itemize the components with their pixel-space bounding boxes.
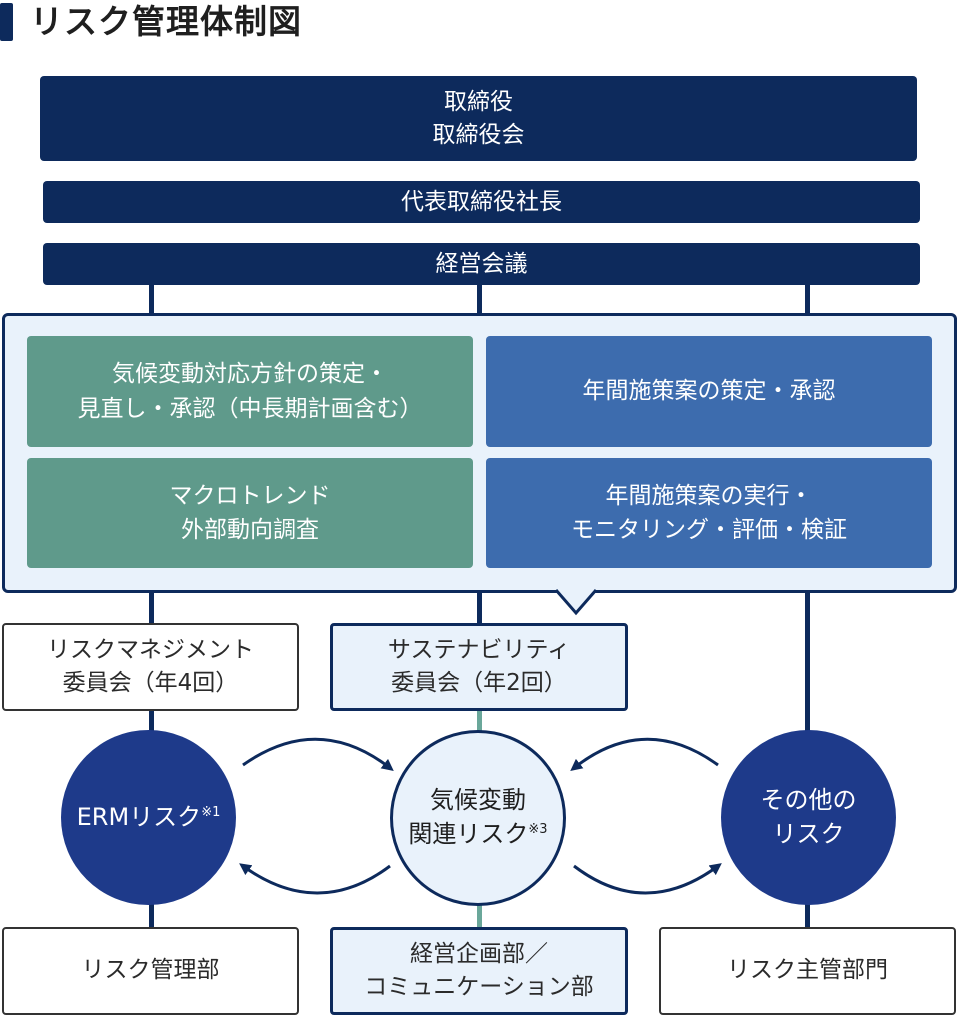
climate-risk-circle: 気候変動 関連リスク※3 <box>390 730 566 906</box>
risk-management-committee-box: リスクマネジメント 委員会（年4回） <box>2 623 299 711</box>
connector-left-upper <box>149 285 154 315</box>
connector-left-mid <box>149 592 154 624</box>
tile-macro-trend: マクロトレンド 外部動向調査 <box>27 458 473 568</box>
planning-dept-line1: 経営企画部／ <box>410 940 548 967</box>
risk-owner-label: リスク主管部門 <box>727 957 888 984</box>
tile-execution-line1: 年間施策案の実行・ <box>605 482 813 509</box>
tile-climate-policy-line2: 見直し・承認（中長期計画含む） <box>77 395 423 422</box>
tile-execution: 年間施策案の実行・ モニタリング・評価・検証 <box>486 458 932 568</box>
sustainability-committee-box: サステナビリティ 委員会（年2回） <box>330 623 628 711</box>
connector-center-upper <box>477 285 482 315</box>
climate-risk-line2: 関連リスク <box>408 820 529 848</box>
connector-center-to-circle <box>477 710 482 740</box>
connector-left-to-circle <box>149 710 154 740</box>
climate-note-mark: ※3 <box>528 822 548 837</box>
title-accent-bar <box>0 3 13 41</box>
sustainability-committee-line1: サステナビリティ <box>387 636 571 663</box>
board-label-line2: 取締役会 <box>432 121 525 148</box>
arrow-other-to-climate <box>570 737 719 771</box>
connector-center-mid <box>477 592 482 624</box>
tile-macro-line2: 外部動向調査 <box>181 517 319 543</box>
management-meeting-box: 経営会議 <box>43 243 920 285</box>
planning-communication-dept-box: 経営企画部／ コミュニケーション部 <box>330 927 628 1015</box>
president-box: 代表取締役社長 <box>43 181 920 223</box>
arrow-climate-to-other <box>573 863 722 895</box>
risk-owner-dept-box: リスク主管部門 <box>659 927 956 1015</box>
tile-execution-line2: モニタリング・評価・検証 <box>571 517 847 543</box>
board-label-line1: 取締役 <box>444 89 513 116</box>
risk-committee-line1: リスクマネジメント <box>47 636 254 663</box>
erm-note-mark: ※1 <box>201 804 221 820</box>
tile-macro-line1: マクロトレンド <box>169 482 331 509</box>
tile-climate-policy: 気候変動対応方針の策定・ 見直し・承認（中長期計画含む） <box>27 336 473 447</box>
other-risk-line2: リスク <box>772 819 845 848</box>
arrow-climate-to-erm <box>239 863 391 895</box>
planning-dept-line2: コミュニケーション部 <box>364 974 594 1000</box>
risk-management-dept-box: リスク管理部 <box>2 927 299 1015</box>
panel-callout-notch-border <box>554 589 598 616</box>
arrow-erm-to-climate <box>242 737 394 771</box>
sustainability-committee-line2: 委員会（年2回） <box>391 670 567 696</box>
panel-callout-notch <box>556 589 596 613</box>
board-of-directors-box: 取締役 取締役会 <box>40 76 917 161</box>
tile-annual-plan: 年間施策案の策定・承認 <box>486 336 932 447</box>
tile-climate-policy-line1: 気候変動対応方針の策定・ <box>112 361 388 387</box>
erm-risk-label: ERMリスク <box>76 802 202 831</box>
connector-left-to-dept <box>149 895 154 928</box>
other-risk-circle: その他の リスク <box>721 730 896 905</box>
connector-center-to-dept <box>477 895 482 928</box>
president-label: 代表取締役社長 <box>401 188 562 215</box>
management-meeting-label: 経営会議 <box>435 250 528 277</box>
connector-right-upper <box>805 285 810 315</box>
risk-dept-label: リスク管理部 <box>81 957 220 984</box>
climate-risk-line1: 気候変動 <box>430 786 526 815</box>
risk-committee-line2: 委員会（年4回） <box>62 670 239 696</box>
tile-annual-plan-label: 年間施策案の策定・承認 <box>582 378 836 405</box>
erm-risk-circle: ERMリスク※1 <box>61 730 236 905</box>
other-risk-line1: その他の <box>760 785 857 814</box>
page-title: リスク管理体制図 <box>30 2 302 41</box>
